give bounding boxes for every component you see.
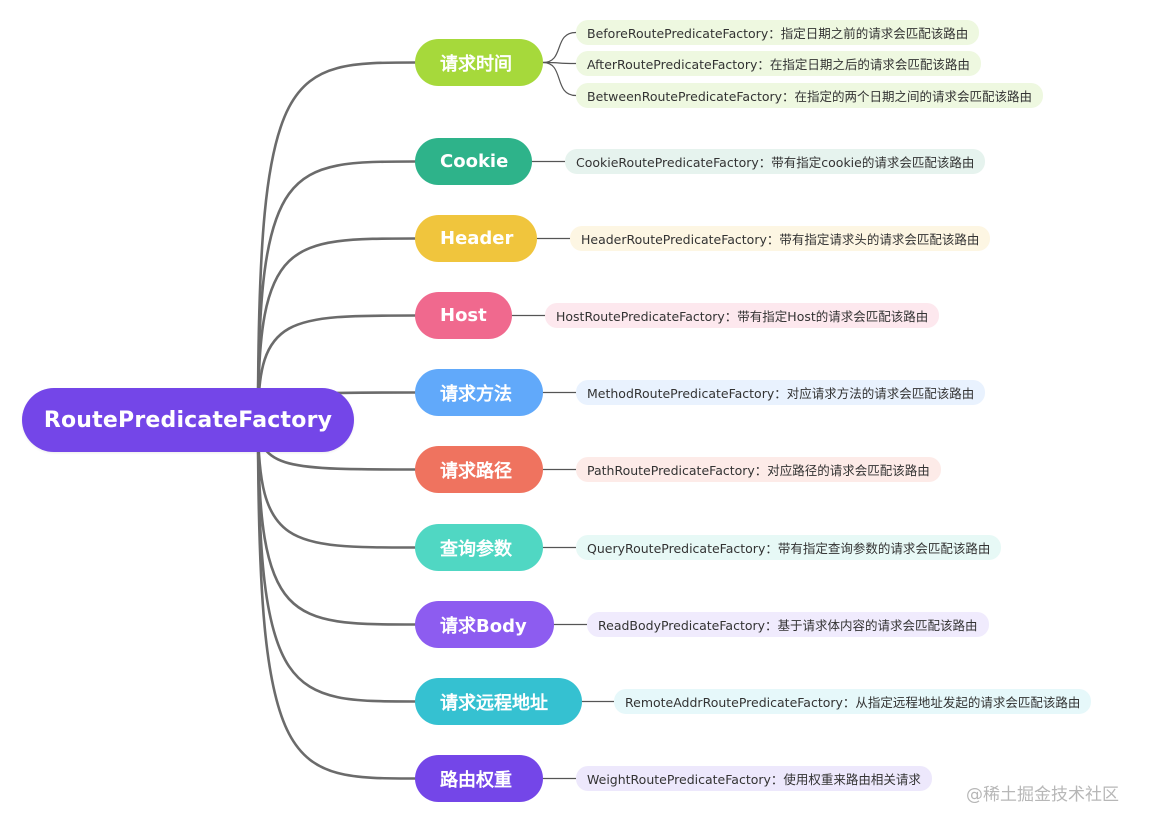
branch-node[interactable]: Header xyxy=(415,215,537,262)
leaf-node[interactable]: CookieRoutePredicateFactory：带有指定cookie的请… xyxy=(565,149,986,174)
root-branch-link xyxy=(256,237,418,422)
branch-leaf-link xyxy=(542,61,577,97)
leaf-node[interactable]: QueryRoutePredicateFactory：带有指定查询参数的请求会匹… xyxy=(576,535,1002,560)
branch-node[interactable]: 请求远程地址 xyxy=(415,678,582,725)
branch-node[interactable]: 请求路径 xyxy=(415,446,543,493)
leaf-node[interactable]: BeforeRoutePredicateFactory：指定日期之前的请求会匹配… xyxy=(576,20,980,45)
root-branch-link xyxy=(256,61,418,422)
branch-node[interactable]: 路由权重 xyxy=(415,755,543,802)
root-branch-link xyxy=(256,418,418,780)
leaf-node[interactable]: PathRoutePredicateFactory：对应路径的请求会匹配该路由 xyxy=(576,457,941,482)
branch-node[interactable]: Cookie xyxy=(415,138,532,185)
branch-node[interactable]: 请求Body xyxy=(415,601,554,648)
leaf-node[interactable]: ReadBodyPredicateFactory：基于请求体内容的请求会匹配该路… xyxy=(587,612,989,637)
root-node[interactable]: RoutePredicateFactory xyxy=(22,388,354,452)
leaf-node[interactable]: BetweenRoutePredicateFactory：在指定的两个日期之间的… xyxy=(576,83,1044,108)
branch-node[interactable]: 请求时间 xyxy=(415,39,543,86)
leaf-node[interactable]: AfterRoutePredicateFactory：在指定日期之后的请求会匹配… xyxy=(576,51,981,76)
leaf-node[interactable]: MethodRoutePredicateFactory：对应请求方法的请求会匹配… xyxy=(576,380,986,405)
branch-leaf-link xyxy=(542,31,577,64)
root-branch-link xyxy=(256,314,418,422)
branch-node[interactable]: Host xyxy=(415,292,512,339)
branch-node[interactable]: 请求方法 xyxy=(415,369,543,416)
branch-node[interactable]: 查询参数 xyxy=(415,524,543,571)
leaf-node[interactable]: HeaderRoutePredicateFactory：带有指定请求头的请求会匹… xyxy=(570,226,991,251)
leaf-node[interactable]: RemoteAddrRoutePredicateFactory：从指定远程地址发… xyxy=(614,689,1092,714)
leaf-node[interactable]: WeightRoutePredicateFactory：使用权重来路由相关请求 xyxy=(576,766,932,791)
watermark: @稀土掘金技术社区 xyxy=(966,785,1119,805)
leaf-node[interactable]: HostRoutePredicateFactory：带有指定Host的请求会匹配… xyxy=(545,303,940,328)
root-branch-link xyxy=(256,160,418,422)
